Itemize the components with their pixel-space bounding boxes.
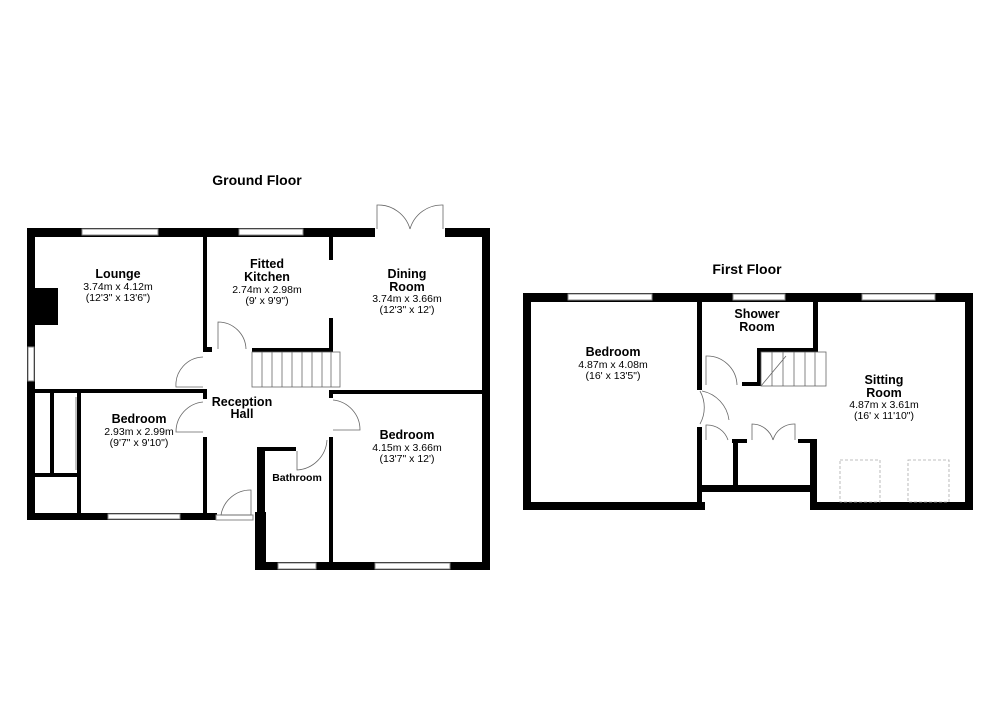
- ground-floor-windows: [27, 228, 451, 570]
- ff-bedroom-imperial: (16' x 13'5"): [585, 370, 640, 382]
- window: [732, 293, 786, 301]
- front-door-threshold: [215, 514, 254, 521]
- sitting-metric: 4.87m x 3.61m: [849, 399, 919, 411]
- bedroom-door: [175, 401, 204, 433]
- first-floor-doors: [699, 355, 796, 441]
- bedroom1-imperial: (9'7" x 9'10"): [110, 437, 169, 449]
- dining-imperial: (12'3" x 12'): [379, 304, 434, 316]
- front-door: [220, 489, 252, 516]
- bedroom-door: [699, 390, 705, 425]
- hall-name-2: Hall: [231, 407, 254, 421]
- ff-bedroom-name: Bedroom: [586, 345, 641, 359]
- first-floor-plan: First Floor: [523, 261, 973, 510]
- sitting-name-2: Room: [866, 386, 901, 400]
- ground-floor-plan: Ground Floor: [27, 172, 490, 570]
- ground-floor-title: Ground Floor: [212, 172, 302, 188]
- french-door-right: [409, 204, 444, 230]
- wardrobe-door-left: [751, 423, 774, 441]
- kitchen-metric: 2.74m x 2.98m: [232, 284, 302, 296]
- ground-floor-doors: [75, 204, 444, 516]
- window: [567, 293, 653, 301]
- lounge-metric: 3.74m x 4.12m: [83, 281, 153, 293]
- window: [238, 228, 304, 236]
- kitchen-imperial: (9' x 9'9"): [245, 295, 288, 307]
- ground-floor-stairs: [251, 351, 341, 388]
- shower-door: [705, 355, 738, 386]
- bedroom1-name: Bedroom: [112, 412, 167, 426]
- bedroom2-name: Bedroom: [380, 428, 435, 442]
- ground-floor-labels: Lounge 3.74m x 4.12m (12'3" x 13'6") Fit…: [83, 257, 442, 484]
- kitchen-name-1: Fitted: [250, 257, 284, 271]
- bedroom2-metric: 4.15m x 3.66m: [372, 442, 442, 454]
- lounge-door: [175, 356, 204, 388]
- cupboard-door: [705, 424, 729, 441]
- velux-window: [907, 459, 950, 503]
- shower-name-1: Shower: [734, 307, 779, 321]
- window: [27, 346, 35, 382]
- window: [861, 293, 936, 301]
- sitting-name-1: Sitting: [865, 373, 904, 387]
- window: [81, 228, 159, 236]
- bedroom1-metric: 2.93m x 2.99m: [104, 426, 174, 438]
- velux-window: [839, 459, 881, 503]
- window: [277, 562, 317, 570]
- french-door-left: [376, 204, 411, 230]
- dining-metric: 3.74m x 3.66m: [372, 293, 442, 305]
- kitchen-door: [217, 321, 247, 350]
- shower-name-2: Room: [739, 320, 774, 334]
- wardrobe-door-right: [772, 423, 796, 441]
- dining-name-1: Dining: [388, 267, 427, 281]
- dining-name-2: Room: [389, 280, 424, 294]
- window: [107, 513, 181, 520]
- lounge-imperial: (12'3" x 13'6"): [86, 292, 151, 304]
- hall-name-1: Reception: [212, 395, 272, 409]
- sitting-imperial: (16' x 11'10"): [854, 410, 914, 422]
- first-floor-title: First Floor: [712, 261, 782, 277]
- kitchen-name-2: Kitchen: [244, 270, 290, 284]
- ff-bedroom-metric: 4.87m x 4.08m: [578, 359, 648, 371]
- window: [374, 562, 451, 570]
- lounge-name: Lounge: [95, 267, 140, 281]
- first-floor-windows: [567, 293, 936, 301]
- bedroom2-door: [332, 399, 361, 431]
- bathroom-name: Bathroom: [272, 472, 322, 484]
- bedroom2-imperial: (13'7" x 12'): [379, 453, 434, 465]
- first-floor-stairs: [760, 351, 827, 387]
- first-floor-labels: Bedroom 4.87m x 4.08m (16' x 13'5") Show…: [578, 307, 919, 422]
- bathroom-door: [296, 439, 328, 471]
- chimney-breast: [35, 288, 58, 325]
